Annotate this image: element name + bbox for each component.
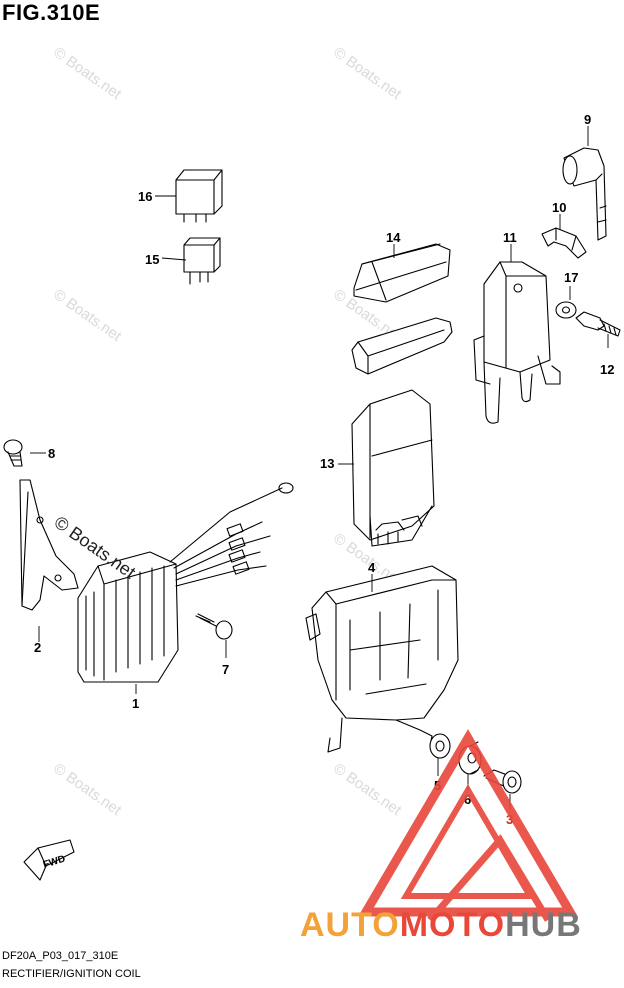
callout-10: 10 [552, 200, 566, 215]
cdi-unit-drawing [351, 389, 435, 547]
callout-14: 14 [386, 230, 401, 245]
fwd-arrow-drawing [23, 839, 75, 881]
brand-part-auto: AUTO [300, 906, 400, 944]
cover-drawing [351, 243, 453, 375]
callout-15: 15 [145, 252, 159, 267]
callout-7: 7 [222, 662, 229, 677]
plug-cap-drawing [562, 147, 607, 241]
callout-6: 6 [464, 792, 471, 807]
holder-bracket-drawing [305, 565, 459, 753]
callout-12: 12 [600, 362, 614, 377]
callout-17: 17 [564, 270, 578, 285]
brand-triangle-logo [358, 729, 578, 923]
callout-11: 11 [503, 230, 517, 245]
callout-numbers: 16 15 9 10 11 17 12 14 13 4 5 6 3 8 2 7 … [34, 112, 614, 827]
relay-large-drawing [175, 169, 223, 223]
clamp-drawing [541, 227, 587, 259]
callout-1: 1 [132, 696, 139, 711]
rectifier-drawing [77, 482, 294, 683]
screw-7-drawing [195, 613, 233, 640]
brand-wordmark: AUTOMOTOHUB [300, 906, 582, 945]
callout-13: 13 [320, 456, 334, 471]
relay-small-drawing [183, 237, 221, 285]
mounting-plate-drawing [19, 479, 79, 611]
ignition-coil-drawing [473, 261, 561, 424]
brand-part-hub: HUB [505, 906, 582, 944]
callout-2: 2 [34, 640, 41, 655]
callout-16: 16 [138, 189, 152, 204]
footer-caption: RECTIFIER/IGNITION COIL [2, 968, 141, 980]
callout-8: 8 [48, 446, 55, 461]
callout-9: 9 [584, 112, 591, 127]
bolt-12-drawing [575, 311, 621, 337]
callout-3: 3 [506, 812, 513, 827]
grommet-drawing [429, 733, 451, 759]
figure-title: FIG.310E [2, 0, 101, 25]
bolt-8-drawing [3, 439, 23, 467]
callout-4: 4 [368, 560, 376, 575]
brand-part-moto: MOTO [399, 906, 506, 944]
footer-code: DF20A_P03_017_310E [2, 950, 119, 962]
washer-drawing [555, 301, 577, 319]
